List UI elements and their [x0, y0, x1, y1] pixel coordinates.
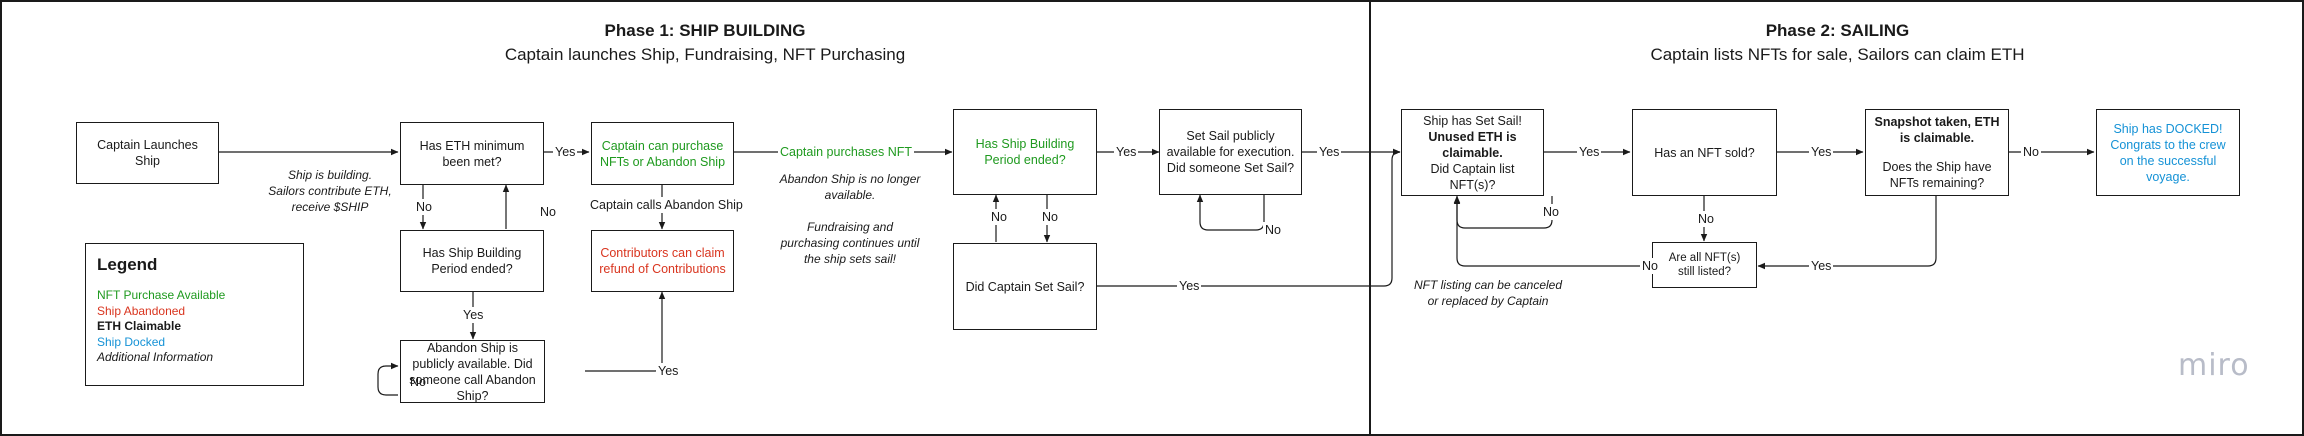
legend-item-nft-purchase: NFT Purchase Available — [97, 288, 226, 302]
abandon-public-text: Abandon Ship is publicly available. Did … — [409, 340, 536, 403]
phase2-title: Phase 2: SAILING — [1765, 21, 1910, 40]
label-no-ethmin: No — [414, 199, 434, 215]
note-ship-building-2: Sailors contribute ETH, — [268, 184, 392, 198]
ship-set-sail-text-2: Did Captain list NFT(s)? — [1430, 161, 1515, 192]
label-no-listed: No — [1640, 258, 1660, 274]
label-yes-shipsail: Yes — [1577, 144, 1602, 160]
ship-set-sail-text-1: Ship has Set Sail! Unused ETH is claimab… — [1408, 113, 1537, 161]
label-no-abandon: No — [410, 375, 426, 389]
nft-sold-node: Has an NFT sold? — [1632, 109, 1777, 196]
legend-title: Legend — [97, 255, 158, 274]
note-fundraising-1: Fundraising and — [806, 220, 894, 234]
captain-launches-ship-node: Captain Launches Ship — [76, 122, 219, 184]
eth-minimum-text: Has ETH minimum been met? — [419, 138, 525, 169]
refund-node: Contributors can claim refund of Contrib… — [591, 230, 734, 292]
nfts-listed-node: Are all NFT(s) still listed? — [1652, 242, 1757, 288]
nfts-listed-text: Are all NFT(s) still listed? — [1668, 252, 1741, 278]
note-fundraising-3: the ship sets sail! — [803, 252, 897, 266]
edge-captainsail-shipsail — [1097, 148, 1401, 287]
period-ended-text-1: Has Ship Building Period ended? — [422, 246, 522, 276]
phase1-subtitle: Captain launches Ship, Fundraising, NFT … — [504, 45, 906, 64]
phase2-frame — [1369, 0, 2304, 436]
note-fundraising: Fundraising and purchasing continues unt… — [760, 219, 940, 267]
ship-set-sail-text-1a: Ship has Set Sail! — [1423, 113, 1522, 128]
purchase-or-abandon-node: Captain can purchase NFTs or Abandon Shi… — [591, 122, 734, 185]
snapshot-text-1: Snapshot taken, ETH is claimable. — [1874, 115, 2000, 145]
label-yes-captainsail: Yes — [1177, 278, 1202, 294]
captain-launches-ship-text: Captain Launches Ship — [97, 138, 198, 168]
phase2-subtitle: Captain lists NFTs for sale, Sailors can… — [1650, 45, 2025, 64]
label-no-setsail: No — [1263, 222, 1283, 238]
legend-item-ship-abandoned: Ship Abandoned — [97, 303, 186, 318]
captain-set-sail-node: Did Captain Set Sail? — [953, 243, 1097, 330]
label-yes-period2: Yes — [1114, 144, 1139, 160]
legend-item-ship-docked: Ship Docked — [97, 334, 166, 349]
period-ended-node-1: Has Ship Building Period ended? — [400, 230, 544, 292]
note-abandon-no-longer: Abandon Ship is no longer available. — [760, 171, 940, 203]
edge-setsail-loop — [1196, 194, 1265, 231]
legend-item-eth-claimable: ETH Claimable — [97, 319, 182, 333]
legend: Legend NFT Purchase Available Ship Aband… — [85, 243, 304, 386]
label-no-period1: No — [540, 205, 556, 219]
captain-set-sail-text: Did Captain Set Sail? — [965, 279, 1085, 294]
snapshot-text-2: Does the Ship have NFTs remaining? — [1882, 160, 1992, 190]
label-yes-setsail: Yes — [1317, 144, 1342, 160]
label-no-captainsail: No — [989, 209, 1009, 225]
label-yes-ethmin: Yes — [553, 144, 578, 160]
label-captain-purchases-nft: Captain purchases NFT — [778, 144, 915, 160]
label-yes-nftsold: Yes — [1809, 144, 1834, 160]
note-abandon-2: available. — [824, 188, 876, 202]
label-yes-period1: Yes — [461, 307, 486, 323]
edge-listed-shipsail — [1453, 196, 1652, 267]
label-no-shipsail: No — [1541, 204, 1561, 220]
edge-shipsail-loop — [1453, 195, 1553, 229]
note-abandon-1: Abandon Ship is no longer — [779, 172, 921, 186]
edge-abandon-refund — [585, 291, 666, 372]
miro-logo: miro — [2178, 348, 2250, 383]
label-captain-calls-abandon: Captain calls Abandon Ship — [588, 197, 745, 213]
note-fundraising-2: purchasing continues until — [780, 236, 920, 250]
snapshot-node: Snapshot taken, ETH is claimable. Does t… — [1865, 109, 2009, 196]
label-no-period2: No — [1040, 209, 1060, 225]
phase1-title: Phase 1: SHIP BUILDING — [604, 21, 806, 40]
note-nft-listing-2: or replaced by Captain — [1427, 294, 1549, 308]
ship-set-sail-node: Ship has Set Sail! Unused ETH is claimab… — [1401, 109, 1544, 196]
legend-item-additional-info: Additional Information — [97, 350, 214, 364]
note-ship-building: Ship is building. Sailors contribute ETH… — [240, 167, 420, 215]
docked-node: Ship has DOCKED! Congrats to the crew on… — [2096, 109, 2240, 196]
label-no-snapshot: No — [2021, 144, 2041, 160]
label-yes-snapshot: Yes — [1809, 258, 1834, 274]
abandon-public-node: Abandon Ship is publicly available. Did … — [400, 340, 545, 403]
note-nft-listing-1: NFT listing can be canceled — [1413, 278, 1563, 292]
edge-abandon-loop — [377, 362, 399, 396]
period-ended-text-2: Has Ship Building Period ended? — [975, 137, 1075, 167]
edge-snapshot-listed — [1757, 196, 1937, 270]
note-nft-listing: NFT listing can be canceled or replaced … — [1398, 277, 1578, 309]
set-sail-public-text-2: Did someone Set Sail? — [1166, 161, 1295, 175]
purchase-or-abandon-text: Captain can purchase NFTs or Abandon Shi… — [599, 138, 726, 169]
label-no-nftsold: No — [1696, 211, 1716, 227]
ship-set-sail-text-1b: Unused ETH is claimable. — [1428, 129, 1517, 160]
set-sail-public-text-1: Set Sail publicly available for executio… — [1166, 129, 1295, 159]
note-ship-building-3: receive $SHIP — [291, 200, 369, 214]
period-ended-node-2: Has Ship Building Period ended? — [953, 109, 1097, 195]
eth-minimum-node: Has ETH minimum been met? — [400, 122, 544, 185]
nft-sold-text: Has an NFT sold? — [1654, 145, 1755, 160]
docked-text: Ship has DOCKED! Congrats to the crew on… — [2110, 121, 2226, 184]
refund-text: Contributors can claim refund of Contrib… — [599, 246, 726, 276]
set-sail-public-node: Set Sail publicly available for executio… — [1159, 109, 1302, 195]
note-ship-building-1: Ship is building. — [287, 168, 373, 182]
label-yes-abandon: Yes — [656, 363, 681, 379]
